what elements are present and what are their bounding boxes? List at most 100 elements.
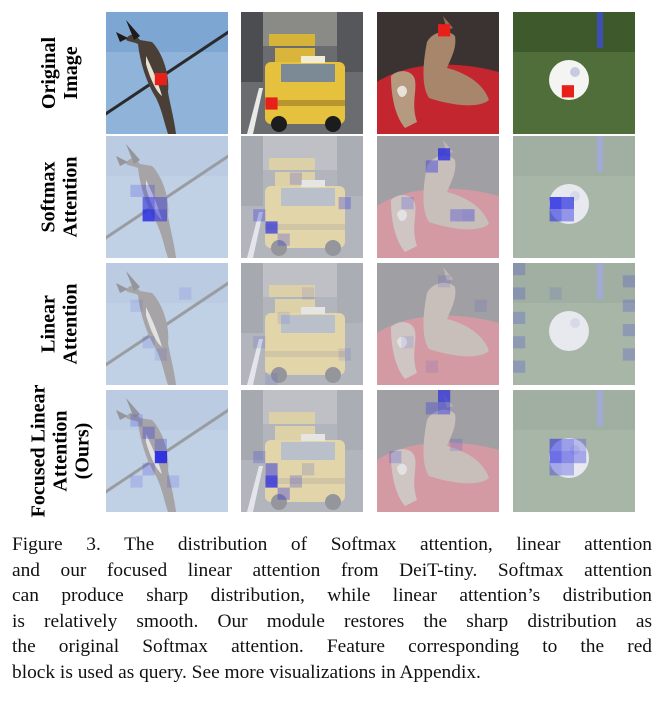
caption-line: the original Softmax attention. Feature … <box>12 636 652 658</box>
attention-block <box>130 184 143 197</box>
attention-block <box>142 336 155 349</box>
panel-yellow-taxi-street-row-2 <box>241 136 363 258</box>
attention-block <box>438 390 451 403</box>
attention-block <box>389 451 402 464</box>
attention-block <box>154 197 167 210</box>
attention-block <box>289 475 302 488</box>
attention-block <box>574 451 587 464</box>
attention-block <box>513 336 526 349</box>
attention-block <box>622 275 635 288</box>
panel-two-dogs-on-red-cushion-row-4 <box>377 390 499 512</box>
attention-block <box>549 451 562 464</box>
attention-block <box>513 287 526 300</box>
attention-block <box>154 209 167 222</box>
attention-block <box>574 438 587 451</box>
attention-block <box>253 451 266 464</box>
panel-golf-ball-on-grass-row-3 <box>513 263 635 385</box>
attention-block <box>277 311 290 324</box>
caption-line: can produce sharp distribution, while li… <box>12 585 652 607</box>
attention-block <box>265 475 278 488</box>
attention-block <box>338 197 351 210</box>
attention-block <box>154 438 167 451</box>
panel-golf-ball-on-grass-row-2 <box>513 136 635 258</box>
attention-block <box>462 209 475 222</box>
attention-block <box>154 348 167 361</box>
attention-block <box>549 287 562 300</box>
query-block <box>265 97 278 110</box>
query-block <box>561 85 574 98</box>
attention-block <box>438 148 451 161</box>
attention-block <box>142 426 155 439</box>
panel-yellow-taxi-street-row-3 <box>241 263 363 385</box>
attention-block <box>561 451 574 464</box>
panel-yellow-taxi-street-row-1 <box>241 12 363 134</box>
attention-block <box>277 487 290 500</box>
panel-golf-ball-on-grass-row-4 <box>513 390 635 512</box>
attention-block <box>130 414 143 427</box>
attention-block <box>425 160 438 173</box>
attention-block <box>561 463 574 476</box>
attention-block <box>265 372 278 385</box>
attention-block <box>549 463 562 476</box>
attention-block <box>474 299 487 312</box>
attention-block <box>513 311 526 324</box>
attention-block <box>130 299 143 312</box>
attention-block <box>401 336 414 349</box>
attention-block <box>622 299 635 312</box>
attention-block <box>549 209 562 222</box>
attention-block <box>338 348 351 361</box>
attention-block <box>142 184 155 197</box>
panel-bird-on-wire-row-1 <box>106 12 228 134</box>
panel-golf-ball-on-grass-row-1 <box>513 12 635 134</box>
attention-block <box>302 287 315 300</box>
attention-block <box>425 360 438 373</box>
attention-block <box>622 348 635 361</box>
attention-block <box>513 263 526 276</box>
attention-block <box>289 172 302 185</box>
attention-block <box>549 438 562 451</box>
attention-block <box>549 197 562 210</box>
attention-block <box>302 463 315 476</box>
attention-block <box>450 209 463 222</box>
attention-block <box>142 209 155 222</box>
attention-block <box>622 324 635 337</box>
attention-block <box>277 233 290 246</box>
attention-block <box>142 197 155 210</box>
attention-block <box>130 475 143 488</box>
query-block <box>438 24 451 37</box>
caption-line: Figure 3. The distribution of Softmax at… <box>12 534 652 555</box>
panel-two-dogs-on-red-cushion-row-1 <box>377 12 499 134</box>
attention-block <box>253 209 266 222</box>
attention-block <box>450 438 463 451</box>
attention-block <box>253 336 266 349</box>
figure-caption: Figure 3. The distribution of Softmax at… <box>12 532 652 686</box>
attention-block <box>561 438 574 451</box>
attention-block <box>561 209 574 222</box>
attention-block <box>513 360 526 373</box>
attention-block <box>179 287 192 300</box>
query-block <box>154 73 167 86</box>
panel-two-dogs-on-red-cushion-row-2 <box>377 136 499 258</box>
panel-bird-on-wire-row-2 <box>106 136 228 258</box>
attention-block <box>265 463 278 476</box>
attention-block <box>142 463 155 476</box>
attention-block <box>401 197 414 210</box>
panel-two-dogs-on-red-cushion-row-3 <box>377 263 499 385</box>
panel-bird-on-wire-row-4 <box>106 390 228 512</box>
attention-block <box>265 221 278 234</box>
attention-block <box>438 402 451 415</box>
panel-yellow-taxi-street-row-4 <box>241 390 363 512</box>
panel-bird-on-wire-row-3 <box>106 263 228 385</box>
attention-block <box>154 451 167 464</box>
caption-line: is relatively smooth. Our module restore… <box>12 610 652 632</box>
attention-block <box>561 197 574 210</box>
attention-block <box>167 475 180 488</box>
caption-line: and our focused linear attention from De… <box>12 559 652 581</box>
attention-block <box>438 275 451 288</box>
attention-block <box>425 402 438 415</box>
